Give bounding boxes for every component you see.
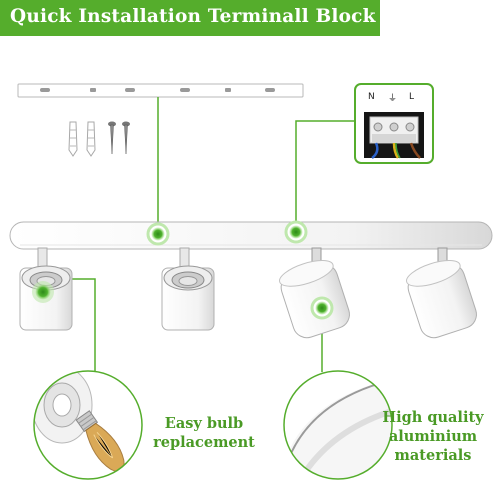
spotlight-2 (161, 247, 215, 331)
light-bar (9, 221, 493, 250)
spotlight-4 (406, 247, 477, 339)
ground-icon: ⏚ (388, 94, 398, 104)
mounting-bracket (17, 83, 304, 98)
spotlight-3 (279, 247, 350, 339)
highlight-dots (32, 220, 334, 320)
material-zoom-circle (283, 370, 393, 480)
bulb-callout-line-2: replacement (153, 434, 255, 451)
material-callout-line-3: materials (394, 447, 472, 464)
terminal-block-inset (354, 83, 434, 164)
terminal-label-neutral: N (368, 92, 375, 102)
bulb-callout-line-1: Easy bulb (164, 415, 244, 432)
bulb-callout: Easy bulb replacement (148, 414, 260, 452)
material-callout-line-2: aluminium (388, 428, 478, 445)
page-title: Quick Installation Terminall Block (10, 6, 376, 27)
material-callout: High quality aluminium materials (378, 408, 488, 465)
bulb-zoom-circle (33, 370, 143, 480)
material-callout-line-1: High quality (382, 409, 484, 426)
title-banner: Quick Installation Terminall Block (0, 0, 380, 36)
screws-and-anchors (68, 121, 130, 157)
terminal-label-live: L (409, 92, 415, 102)
